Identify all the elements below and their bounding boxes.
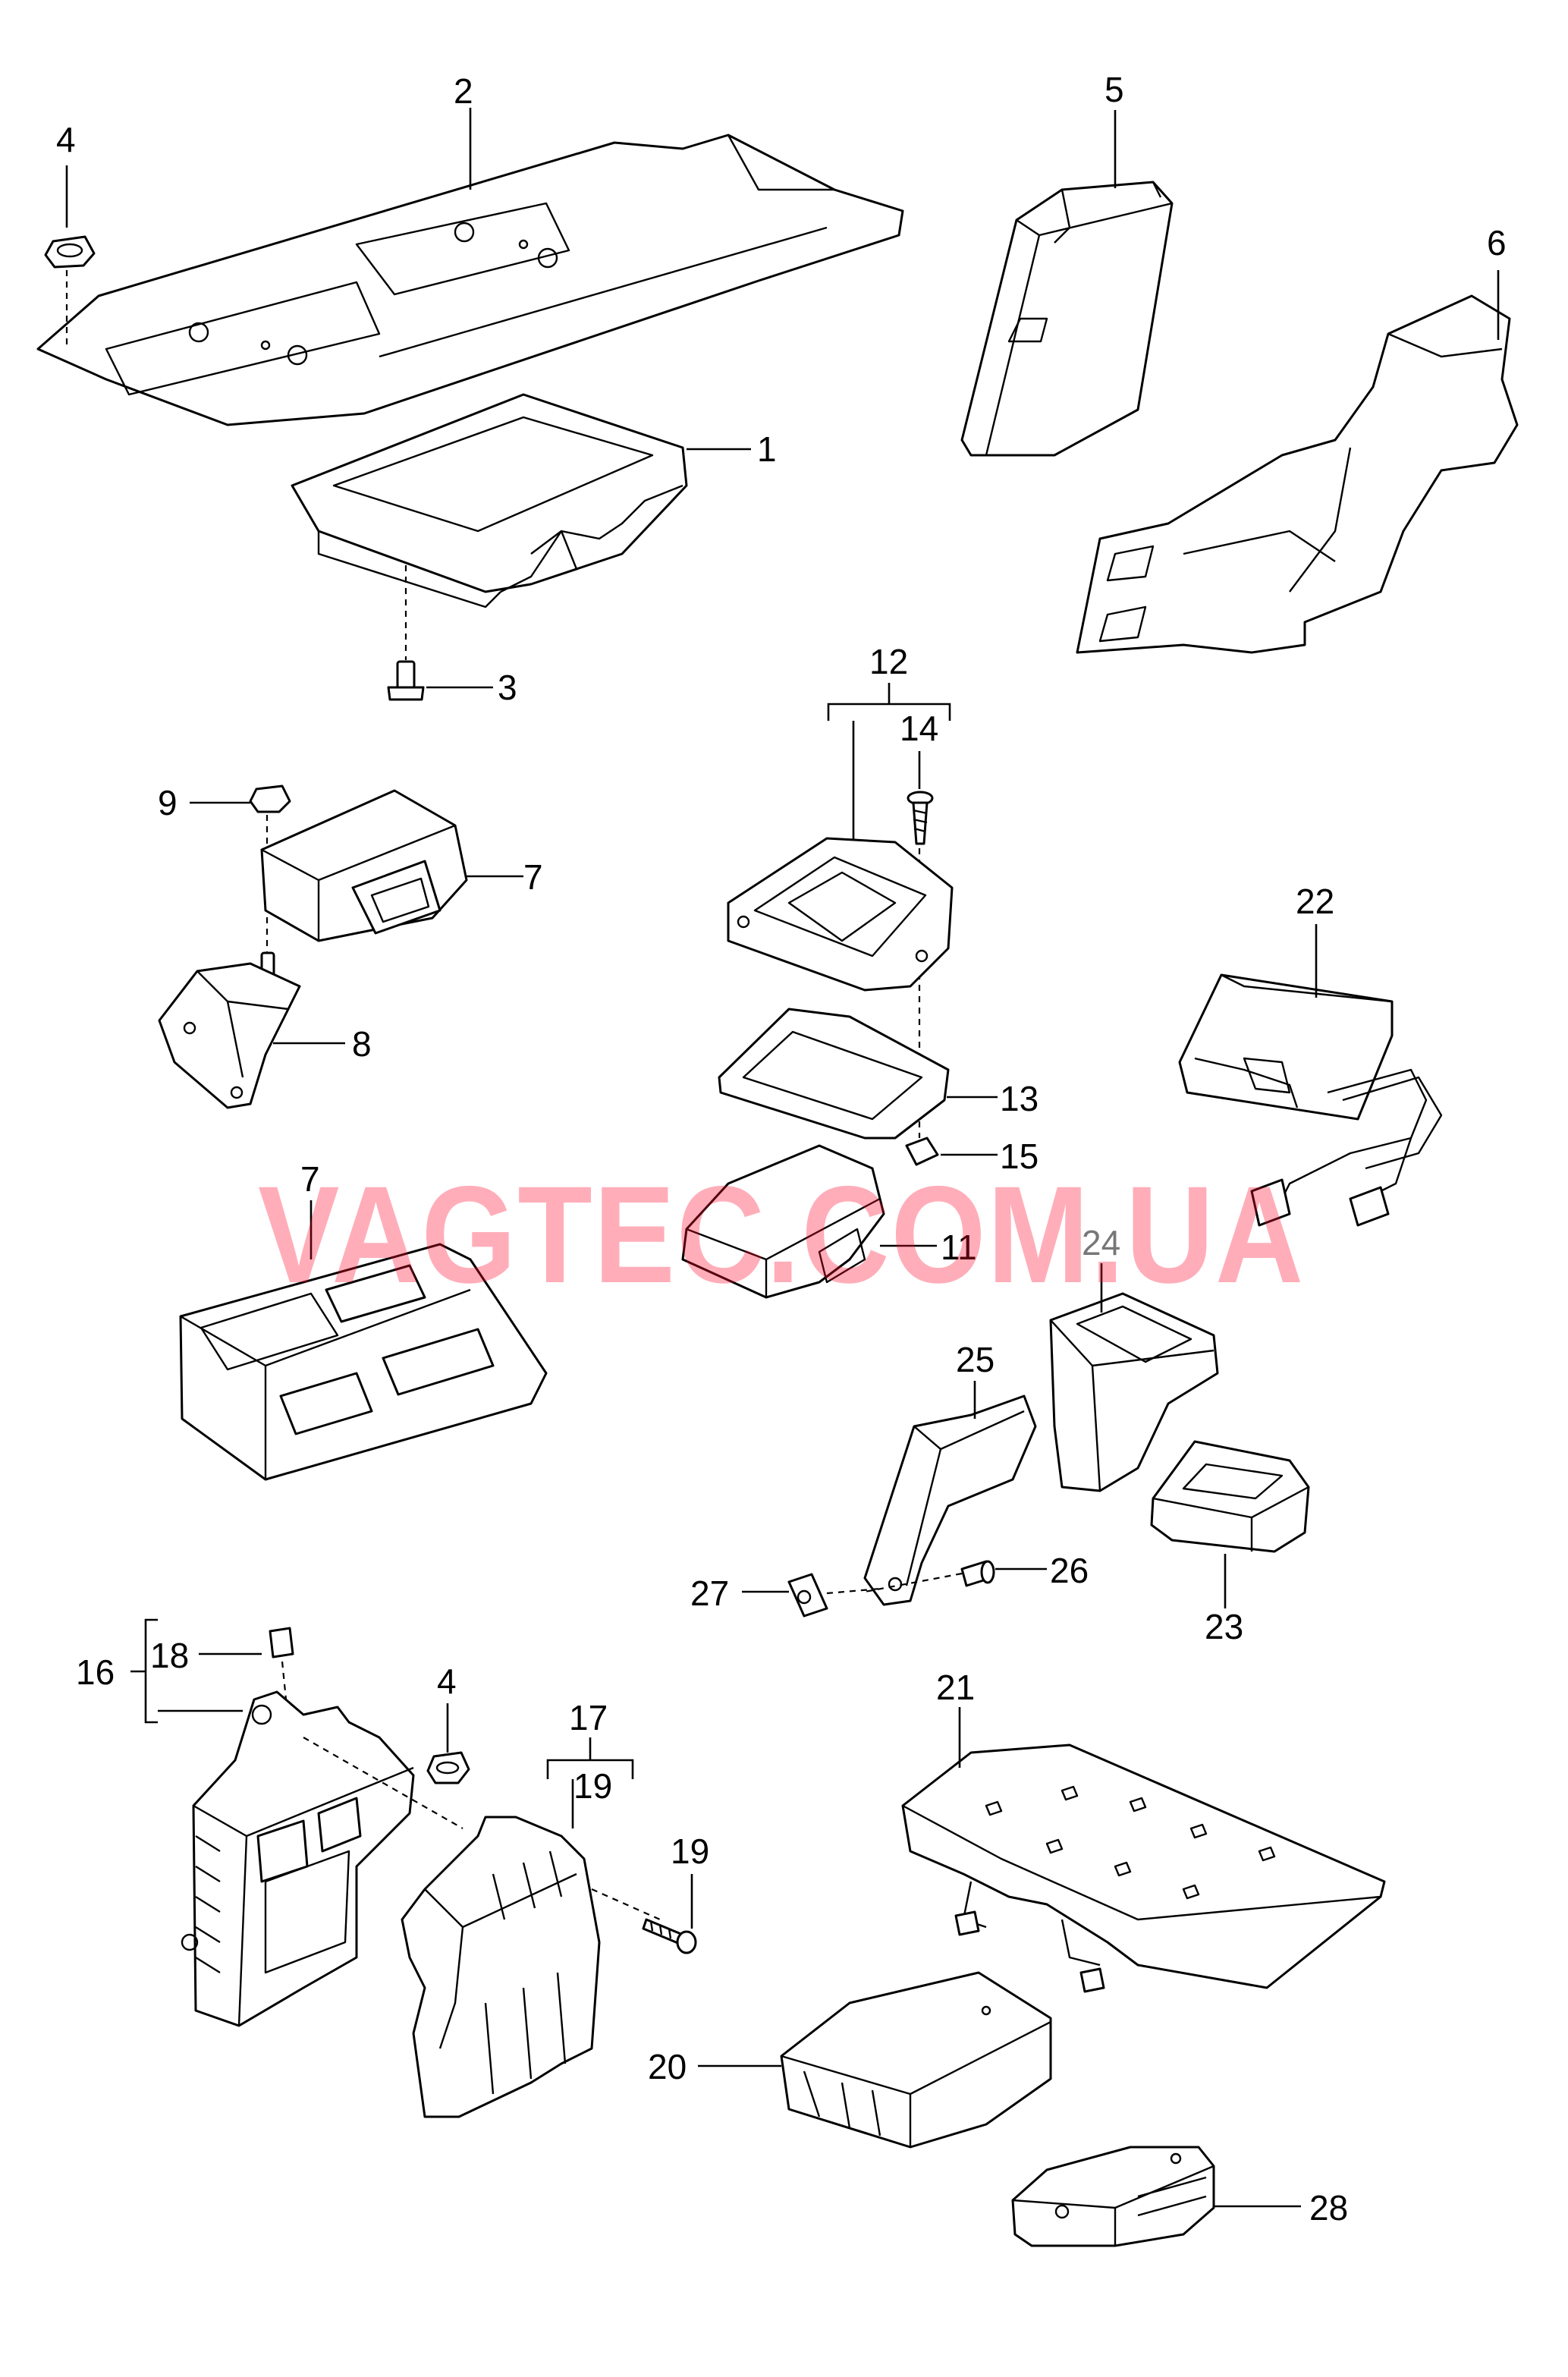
callout-20: 20 [648,2047,687,2086]
part-7-module-lower [179,1243,548,1481]
callout-4-lower: 4 [437,1662,457,1701]
bracket-17 [546,1737,634,1779]
part-16-control-unit [181,1690,415,2027]
callout-19-screw: 19 [671,1831,709,1871]
callout-15: 15 [1000,1137,1039,1176]
callout-5: 5 [1105,70,1124,109]
dash-16 [303,1737,463,1829]
part-26-bolt [960,1560,995,1587]
part-27-clip-nut [787,1573,828,1618]
part-19-screw [642,1918,697,1954]
part-28-module [1011,2146,1215,2247]
part-9-nut [249,784,291,813]
part-12-cover [727,837,954,992]
part-25-bracket [863,1394,1037,1606]
dash-19 [591,1888,661,1921]
callout-7-lower: 7 [300,1159,320,1199]
callout-11: 11 [941,1228,977,1267]
part-22-module-harness [1178,973,1443,1227]
part-7-module-upper [260,789,468,942]
callout-22: 22 [1296,882,1334,921]
callout-4-top: 4 [56,120,76,159]
part-21-tray [901,1743,1386,1993]
callout-9: 9 [158,783,178,822]
callout-24: 24 [1082,1223,1120,1262]
callout-19-bracket: 19 [573,1766,612,1806]
callout-26: 26 [1050,1551,1089,1590]
part-6-bracket [1076,294,1519,654]
bracket-12 [827,683,951,721]
callout-25: 25 [956,1340,995,1379]
part-13-gasket [718,1008,950,1140]
part-14-screw [907,791,934,845]
callout-27: 27 [690,1574,729,1613]
part-15-clip [905,1137,939,1166]
part-11-module [681,1144,885,1299]
callout-8: 8 [352,1024,372,1064]
part-4-nut-lower [426,1751,470,1784]
callout-1: 1 [757,429,777,469]
callout-16: 16 [76,1652,115,1692]
part-20-module [780,1971,1052,2149]
callout-13: 13 [1000,1079,1039,1118]
callout-12: 12 [869,642,908,681]
part-18-clip [269,1627,294,1659]
bracket-16 [130,1618,158,1724]
callout-23: 23 [1205,1607,1243,1646]
callout-28: 28 [1309,2188,1348,2228]
part-24-holder [1049,1292,1219,1492]
dash-27 [826,1587,881,1595]
watermark-text: VAGTEC.COM.UA [258,1157,1305,1312]
callout-21: 21 [936,1668,975,1707]
part-8-bracket [158,951,301,1109]
part-5-module [960,181,1174,457]
callout-6: 6 [1487,223,1507,263]
callout-14: 14 [900,709,938,748]
callout-2: 2 [454,71,473,111]
callout-3: 3 [498,668,517,707]
part-3-bolt [387,660,425,701]
callout-18: 18 [150,1636,189,1675]
part-1-control-unit [291,393,688,608]
part-17-cover [401,1816,601,2118]
callout-7-upper: 7 [523,857,543,897]
part-2-mounting-plate [36,134,904,426]
dash-26 [864,1572,963,1593]
part-4-nut-top [44,235,96,269]
callout-17: 17 [569,1698,608,1737]
part-23-sensor [1150,1440,1310,1553]
